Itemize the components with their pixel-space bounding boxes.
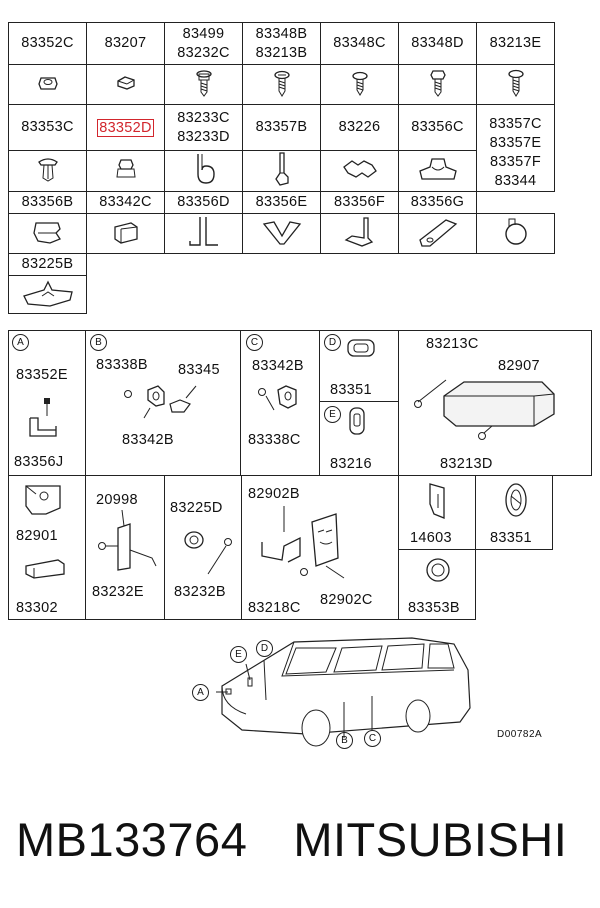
- clip-icon: [86, 64, 165, 105]
- plug-icon: [426, 558, 450, 582]
- part-label: 83356E: [242, 191, 321, 214]
- part-label: 83345: [178, 362, 220, 378]
- vehicle-location-diagram: [216, 637, 471, 747]
- grommet-icon: [347, 339, 375, 357]
- band-icon: [476, 213, 555, 254]
- screw-icon: [320, 64, 399, 105]
- relay-bracket-icon: [261, 506, 345, 579]
- callout-e: E: [230, 646, 247, 663]
- part-label: 83356F: [320, 191, 399, 214]
- section-diagram: A 83352E 83356J B 83338B 83345 83342B C …: [8, 330, 592, 620]
- part-label: 83342B: [252, 358, 304, 374]
- part-label: 83356C: [398, 104, 477, 151]
- part-label: 83352C: [8, 22, 87, 65]
- bracket-icon: [98, 509, 157, 571]
- section-d-marker: D: [324, 334, 341, 351]
- part-number: MB133764: [16, 813, 248, 866]
- part-label: 83207: [86, 22, 165, 65]
- rivet-icon: [8, 150, 87, 192]
- part-label: 20998: [96, 492, 138, 508]
- part-label: 14603: [410, 530, 452, 546]
- bracket-icon: [25, 559, 65, 579]
- section-c-marker: C: [246, 334, 263, 351]
- brand-name: MITSUBISHI: [293, 813, 568, 866]
- part-label: 83218C: [248, 600, 301, 616]
- screw-icon: [164, 64, 243, 105]
- part-label: 83353B: [408, 600, 460, 616]
- bracket-icon: [8, 275, 87, 314]
- clip-icon: [242, 213, 321, 254]
- part-label: 83213D: [440, 456, 493, 472]
- part-label: 82901: [16, 528, 58, 544]
- part-label: 83356J: [14, 454, 64, 470]
- part-label: 83232B: [174, 584, 226, 600]
- bracket-icon: [29, 398, 57, 437]
- nut-icon: [8, 64, 87, 105]
- bracket-icon: [429, 483, 445, 519]
- section-a-marker: A: [12, 334, 29, 351]
- clip-icon: [258, 385, 297, 411]
- callout-c: C: [364, 730, 381, 747]
- callout-a: A: [192, 684, 209, 701]
- part-label: 83225D: [170, 500, 223, 516]
- screw-icon: [398, 64, 477, 105]
- part-label-highlighted[interactable]: 83352D: [86, 104, 165, 151]
- part-label: 83338C: [248, 432, 301, 448]
- bracket-icon: [242, 150, 321, 192]
- part-label: 83348D: [398, 22, 477, 65]
- nut-clip-icon: [86, 150, 165, 192]
- bracket-icon: [25, 485, 61, 515]
- part-label: 83351: [330, 382, 372, 398]
- part-label: 83213E: [476, 22, 555, 65]
- part-label: 83342C: [86, 191, 165, 214]
- section-b-marker: B: [90, 334, 107, 351]
- part-label: 83216: [330, 456, 372, 472]
- screw-icon: [476, 64, 555, 105]
- part-label: 83357B: [242, 104, 321, 151]
- part-label: 82902B: [248, 486, 300, 502]
- section-e-marker: E: [324, 406, 341, 423]
- callout-b: B: [336, 732, 353, 749]
- part-label: 83356D: [164, 191, 243, 214]
- clamp-icon: [184, 531, 232, 575]
- part-label: 83351: [490, 530, 532, 546]
- clip-icon: [8, 213, 87, 254]
- clamp-icon: [164, 150, 243, 192]
- part-label: 83356G: [398, 191, 477, 214]
- clip-icon: [398, 150, 477, 192]
- section-right-c: [398, 549, 476, 620]
- bracket-icon: [320, 213, 399, 254]
- module-icon: [414, 379, 555, 440]
- bracket-icon: [86, 213, 165, 254]
- part-label: 83356B: [8, 191, 87, 214]
- clip-assembly-icon: [124, 385, 197, 419]
- footer-caption: MB133764 MITSUBISHI: [16, 812, 567, 867]
- bracket-icon: [164, 213, 243, 254]
- section-right-b: [475, 475, 553, 550]
- part-label: 82907: [498, 358, 540, 374]
- callout-d: D: [256, 640, 273, 657]
- part-label: 83342B: [122, 432, 174, 448]
- part-label: 83338B: [96, 357, 148, 373]
- part-label: 83348C: [320, 22, 399, 65]
- part-label: 83226: [320, 104, 399, 151]
- part-label: 83225B: [8, 253, 87, 276]
- screw-icon: [242, 64, 321, 105]
- grommet-icon: [505, 483, 527, 517]
- clip-icon: [320, 150, 399, 192]
- part-label: 83352E: [16, 367, 68, 383]
- clip-icon: [398, 213, 477, 254]
- part-label: 83353C: [8, 104, 87, 151]
- part-label: 83213C: [426, 336, 479, 352]
- part-label: 82902C: [320, 592, 373, 608]
- grommet-icon: [349, 407, 365, 435]
- part-label: 83302: [16, 600, 58, 616]
- part-label: 83232E: [92, 584, 144, 600]
- diagram-code: D00782A: [497, 729, 543, 740]
